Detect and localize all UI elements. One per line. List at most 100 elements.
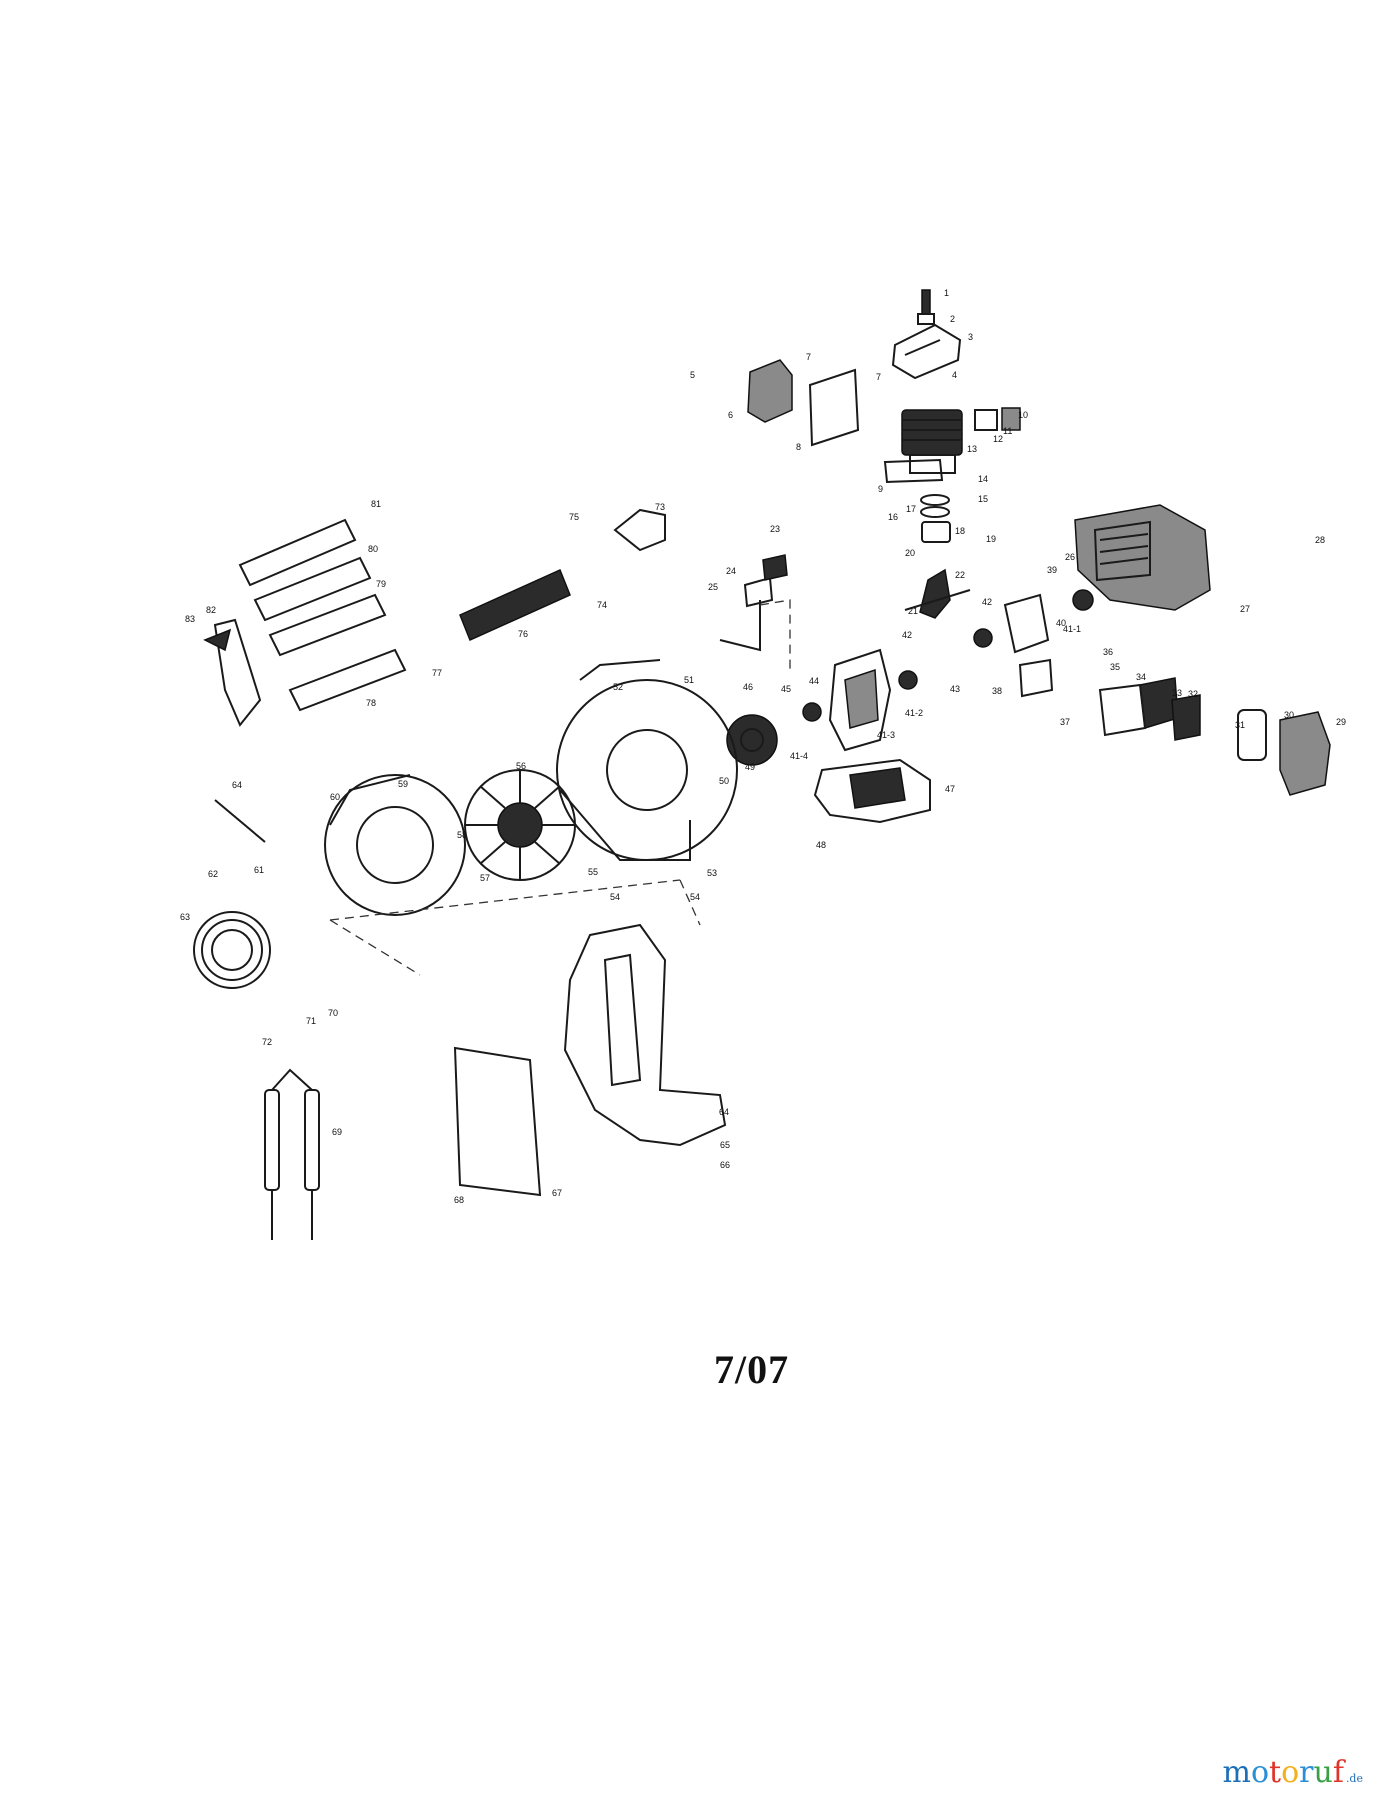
logo-suffix: .de <box>1345 1772 1363 1785</box>
callout-67: 67 <box>552 1188 562 1198</box>
callout-35: 35 <box>1110 662 1120 672</box>
callout-41-2: 41-2 <box>905 708 923 718</box>
callout-49: 49 <box>745 762 755 772</box>
callout-39: 39 <box>1047 565 1057 575</box>
callout-13: 13 <box>967 444 977 454</box>
callout-64: 64 <box>719 1107 729 1117</box>
callout-53: 53 <box>707 868 717 878</box>
callout-41-1: 41-1 <box>1063 624 1081 634</box>
callout-14: 14 <box>978 474 988 484</box>
starter-pulley <box>1072 589 1094 611</box>
callout-76: 76 <box>518 629 528 639</box>
callout-69: 69 <box>332 1127 342 1137</box>
callout-31: 31 <box>1235 720 1245 730</box>
callout-18: 18 <box>955 526 965 536</box>
shoulder-straps <box>264 1068 320 1240</box>
ignition-coil <box>762 554 788 581</box>
callout-78: 78 <box>366 698 376 708</box>
blower-tube-78 <box>288 648 407 712</box>
crankshaft <box>904 568 971 619</box>
fan-housing-front <box>324 774 466 916</box>
callout-41-3: 41-3 <box>877 730 895 740</box>
callout-24: 24 <box>726 566 736 576</box>
logo-letter: r <box>1299 1755 1314 1790</box>
callout-layer: 1234567789101112131415161718192021222324… <box>180 288 1346 1205</box>
callout-59: 59 <box>398 779 408 789</box>
callout-75: 75 <box>569 512 579 522</box>
logo-letter: t <box>1269 1755 1282 1790</box>
callout-70: 70 <box>328 1008 338 1018</box>
callout-37: 37 <box>1060 717 1070 727</box>
callout-83: 83 <box>185 614 195 624</box>
callout-64: 64 <box>232 780 242 790</box>
callout-66: 66 <box>720 1160 730 1170</box>
fuel-tank <box>813 758 931 824</box>
muffler-bracket <box>808 368 860 447</box>
callout-46: 46 <box>743 682 753 692</box>
gasket-set <box>883 407 1021 484</box>
callout-47: 47 <box>945 784 955 794</box>
callout-20: 20 <box>905 548 915 558</box>
callout-29: 29 <box>1336 717 1346 727</box>
callout-51: 51 <box>684 675 694 685</box>
callout-23: 23 <box>770 524 780 534</box>
callout-42: 42 <box>982 597 992 607</box>
assembly-guide-lines <box>329 599 791 976</box>
callout-50: 50 <box>719 776 729 786</box>
callout-71: 71 <box>306 1016 316 1026</box>
callout-7: 7 <box>876 372 881 382</box>
callout-56: 56 <box>516 761 526 771</box>
callout-1: 1 <box>944 288 949 298</box>
callout-54: 54 <box>690 892 700 902</box>
callout-41-4: 41-4 <box>790 751 808 761</box>
flywheel <box>726 714 778 766</box>
air-filter-base <box>1171 694 1201 741</box>
logo-letter: u <box>1313 1755 1333 1790</box>
cylinder-shroud <box>891 323 962 380</box>
handle-assembly <box>203 618 262 727</box>
callout-34: 34 <box>1136 672 1146 682</box>
insulator <box>1018 658 1054 698</box>
air-filter-element <box>1237 709 1267 761</box>
callout-44: 44 <box>809 676 819 686</box>
callout-73: 73 <box>655 502 665 512</box>
callout-21: 21 <box>908 606 918 616</box>
blower-tube-79 <box>268 593 387 657</box>
logo-letter: m <box>1222 1755 1251 1790</box>
callout-63: 63 <box>180 912 190 922</box>
callout-22: 22 <box>955 570 965 580</box>
callout-15: 15 <box>978 494 988 504</box>
callout-38: 38 <box>992 686 1002 696</box>
callout-57: 57 <box>480 873 490 883</box>
callout-25: 25 <box>708 582 718 592</box>
callout-40: 40 <box>1056 618 1066 628</box>
blower-tube-80 <box>253 556 372 622</box>
logo-letter: o <box>1250 1755 1270 1790</box>
piston-ring-set <box>920 494 951 543</box>
callout-12: 12 <box>993 434 1003 444</box>
blower-tube-81 <box>238 518 357 587</box>
bearing-set <box>802 628 993 722</box>
callout-2: 2 <box>950 314 955 324</box>
impeller-fan <box>464 769 576 881</box>
callout-72: 72 <box>262 1037 272 1047</box>
callout-16: 16 <box>888 512 898 522</box>
callout-43: 43 <box>950 684 960 694</box>
callout-79: 79 <box>376 579 386 589</box>
callout-60: 60 <box>330 792 340 802</box>
callout-36: 36 <box>1103 647 1113 657</box>
muffler-cover <box>747 359 793 423</box>
air-filter-cover <box>1279 711 1331 796</box>
intake-guard <box>193 911 271 989</box>
callout-82: 82 <box>206 605 216 615</box>
callout-80: 80 <box>368 544 378 554</box>
callout-3: 3 <box>968 332 973 342</box>
callout-26: 26 <box>1065 552 1075 562</box>
spark-plug <box>917 289 935 325</box>
callout-28: 28 <box>1315 535 1325 545</box>
callout-77: 77 <box>432 668 442 678</box>
callout-58: 58 <box>457 830 467 840</box>
callout-4: 4 <box>952 370 957 380</box>
callout-32: 32 <box>1188 689 1198 699</box>
engine-cover <box>1074 504 1211 611</box>
